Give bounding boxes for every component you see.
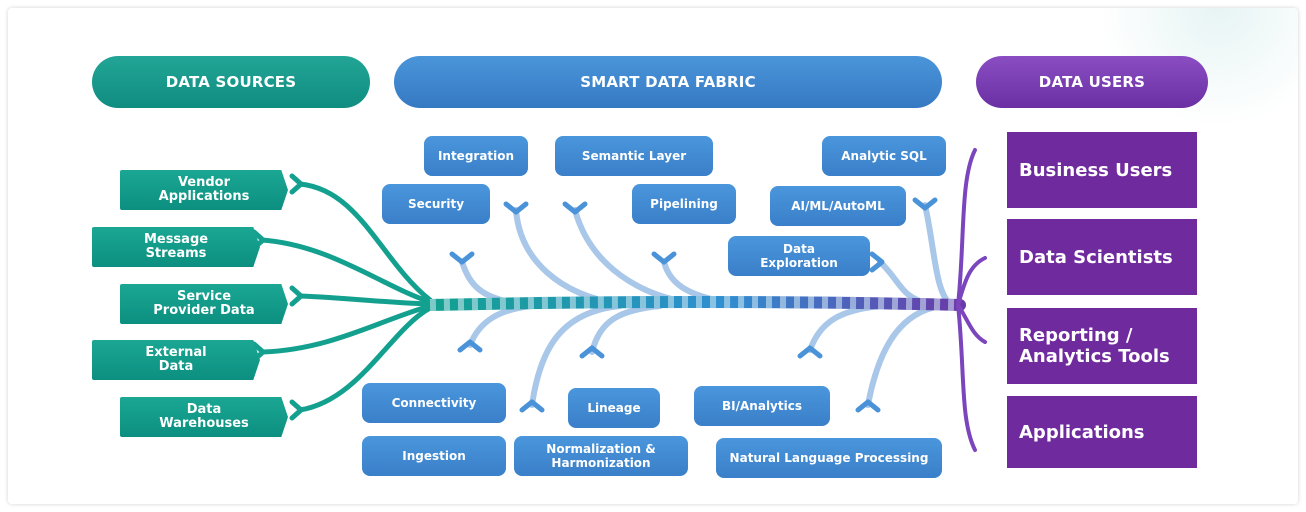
capability-label: Analytic SQL: [841, 149, 927, 163]
data-sources-header: DATA SOURCES: [92, 56, 370, 108]
capability-analytic-sql: Analytic SQL: [822, 136, 946, 176]
data-users-header: DATA USERS: [976, 56, 1208, 108]
fabric-rope: [424, 296, 966, 311]
source-label: Message Streams: [143, 232, 209, 261]
capability-label: Pipelining: [650, 197, 718, 211]
capability-connectivity: Connectivity: [362, 383, 506, 423]
capability-label: Security: [407, 197, 465, 211]
capability-label: Data Exploration: [760, 242, 838, 270]
user-business-users: Business Users: [1007, 132, 1197, 208]
user-applications: Applications: [1007, 396, 1197, 468]
source-external-data: External Data: [92, 340, 260, 380]
user-data-scientists: Data Scientists: [1007, 219, 1197, 295]
source-vendor-applications: Vendor Applications: [120, 170, 288, 210]
capability-bi-analytics: BI/Analytics: [694, 386, 830, 426]
source-label: Vendor Applications: [158, 175, 250, 204]
capability-security: Security: [382, 184, 490, 224]
source-label: Data Warehouses: [159, 402, 249, 431]
capability-label: Integration: [437, 149, 515, 163]
user-reporting-analytics-tools: Reporting / Analytics Tools: [1007, 308, 1197, 384]
capability-label: Lineage: [587, 401, 641, 415]
source-feeders: [259, 181, 433, 413]
capability-integration: Integration: [424, 136, 528, 176]
capability-ai-ml-automl: AI/ML/AutoML: [770, 186, 906, 226]
capability-chevrons: [449, 197, 938, 413]
capability-lineage: Lineage: [568, 388, 660, 428]
user-label: Reporting / Analytics Tools: [1019, 325, 1170, 367]
capability-label: Connectivity: [391, 396, 477, 410]
user-label: Data Scientists: [1019, 246, 1173, 268]
capability-label: Normalization & Harmonization: [546, 442, 656, 470]
capability-natural-language-processing: Natural Language Processing: [716, 438, 942, 478]
source-service-provider-data: Service Provider Data: [120, 284, 288, 324]
source-data-warehouses: Data Warehouses: [120, 397, 288, 437]
capability-label: Ingestion: [402, 449, 466, 463]
capability-normalization-harmonization: Normalization & Harmonization: [514, 436, 688, 476]
source-label: External Data: [145, 345, 207, 374]
source-label: Service Provider Data: [153, 289, 255, 318]
user-feeders: [956, 148, 987, 452]
capability-label: Natural Language Processing: [729, 451, 929, 465]
smart-data-fabric-header: SMART DATA FABRIC: [394, 56, 942, 108]
capability-semantic-layer: Semantic Layer: [555, 136, 713, 176]
capability-label: AI/ML/AutoML: [791, 199, 885, 213]
capability-data-exploration: Data Exploration: [728, 236, 870, 276]
user-label: Applications: [1019, 421, 1145, 443]
source-message-streams: Message Streams: [92, 227, 260, 267]
capability-ingestion: Ingestion: [362, 436, 506, 476]
capability-label: BI/Analytics: [722, 399, 802, 413]
user-label: Business Users: [1019, 159, 1173, 181]
capability-label: Semantic Layer: [581, 149, 687, 163]
capability-pipelining: Pipelining: [632, 184, 736, 224]
